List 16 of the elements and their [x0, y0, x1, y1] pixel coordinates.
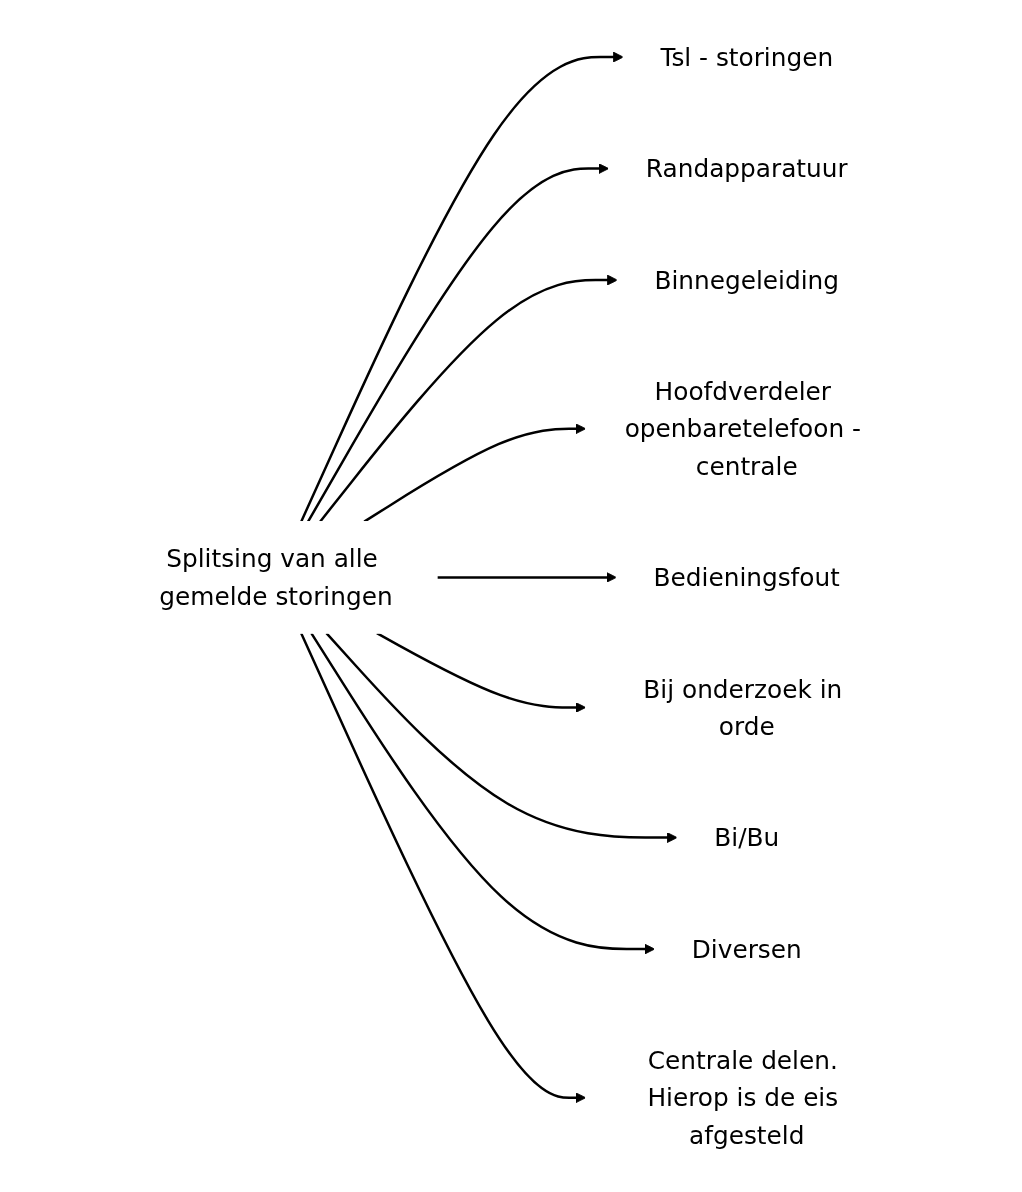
node-text: Centrale delen. Hierop is de eis afgesteld [647, 1045, 838, 1150]
node-text: Binnegeleiding [654, 265, 839, 295]
node-text: Hoofdverdeler openbaretelefoon - centrale [624, 376, 861, 481]
arrow [436, 571, 617, 583]
arrow [306, 163, 609, 523]
arrow [363, 423, 586, 523]
arrow [375, 632, 586, 713]
node-text: Tsl - storingen [660, 42, 833, 72]
arrow [299, 632, 586, 1104]
node-text: Bi/Bu [713, 822, 779, 853]
node-text: Diversen [691, 934, 802, 964]
node-text: Splitsing van alle gemelde storingen [158, 543, 393, 611]
node-text: Bij onderzoek in orde [643, 674, 842, 741]
node-text: Bedieningsfout [653, 562, 840, 593]
node-text: Randapparatuur [645, 153, 848, 184]
arrow [309, 632, 655, 955]
